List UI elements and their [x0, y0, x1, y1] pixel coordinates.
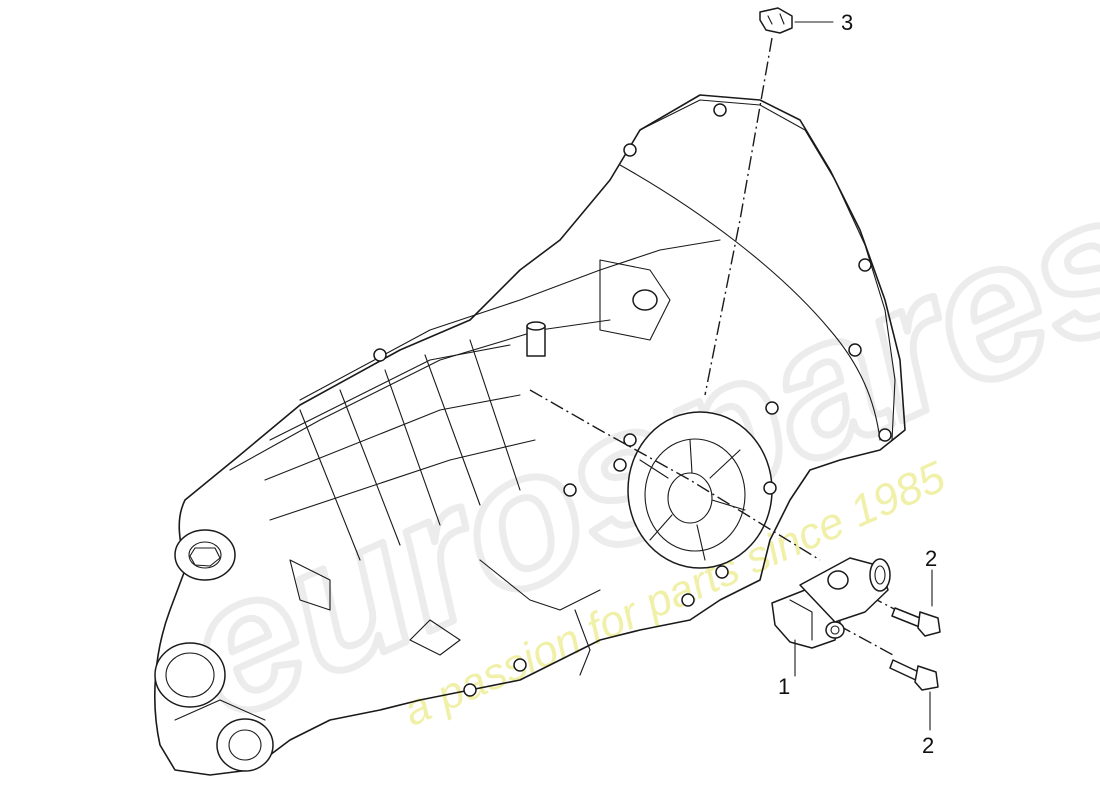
- case-ribs: [264, 339, 536, 561]
- bell-housing-inner: [619, 164, 881, 441]
- mount-bracket: [599, 259, 671, 341]
- breather-stub: [526, 321, 546, 357]
- slave-cylinder: [771, 557, 891, 649]
- case-ridge-mid: [229, 319, 611, 471]
- clip: [759, 7, 793, 34]
- callout-2-upper: 2: [925, 546, 938, 571]
- bell-housing-rim: [639, 99, 896, 441]
- transmission-housing: [154, 94, 906, 776]
- watermark-brand: eurospares: [155, 150, 1100, 760]
- slave-assembly-line: [529, 389, 821, 561]
- leader-lines: [794, 21, 933, 731]
- housing-bolts: [373, 103, 892, 697]
- rear-cover: [154, 529, 274, 772]
- callout-3: 3: [841, 10, 854, 35]
- bolt-lower: [889, 659, 939, 691]
- watermark-brand-shapes: eurospares a passion for parts since 198…: [151, 146, 1100, 763]
- output-flange: [627, 411, 773, 569]
- callout-2-lower: 2: [922, 733, 935, 758]
- bolt-upper: [891, 607, 941, 637]
- clip-assembly-line: [704, 37, 773, 396]
- shift-linkage: [289, 559, 601, 676]
- housing-outline: [154, 94, 906, 776]
- callout-1: 1: [778, 674, 791, 699]
- watermark: eurospares a passion for parts since 198…: [151, 146, 1100, 763]
- case-ridge-top: [299, 239, 721, 401]
- bolt-lower-assembly-line: [837, 624, 894, 656]
